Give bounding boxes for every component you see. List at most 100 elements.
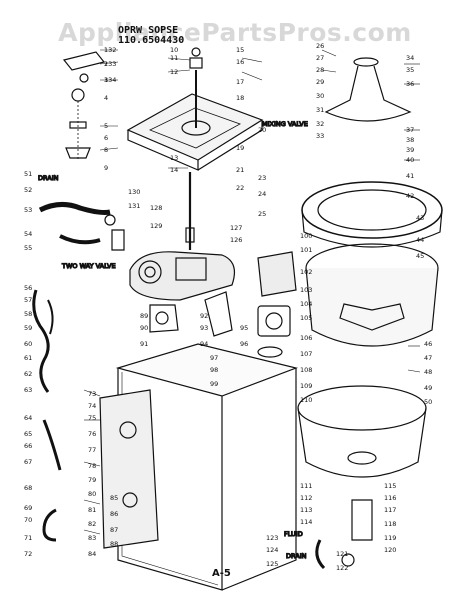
callout-number: 26 [316,42,324,50]
callout-number: 10 [170,46,178,54]
callout-number: 83 [88,534,96,542]
callout-number: 40 [406,156,414,164]
callout-number: 63 [24,386,32,394]
callout-number: 46 [424,340,432,348]
callout-number: 43 [416,214,424,222]
callout-number: 114 [300,518,312,526]
small-parts-column [62,51,106,160]
callout-number: 22 [236,184,244,192]
callout-number: 130 [128,188,140,196]
callout-number: 122 [336,564,348,572]
callout-number: 103 [300,286,312,294]
callout-number: 123 [266,534,278,542]
pump-parts-bottom [315,499,373,570]
callout-number: 84 [88,550,96,558]
callout-number: 16 [236,58,244,66]
callout-number: 100 [300,232,312,240]
callout-number: 124 [266,546,278,554]
callout-number: 17 [236,78,244,86]
callout-number: 82 [88,520,96,528]
cabinet [99,343,299,591]
callout-number: 45 [416,252,424,260]
callout-number: 47 [424,354,432,362]
callout-number: 128 [150,204,162,212]
drain-hose-assembly [38,202,125,251]
callout-number: 44 [416,236,424,244]
label-drain: DRAIN [38,174,59,182]
callout-number: 125 [266,560,278,568]
callout-number: 121 [336,550,348,558]
callout-number: 65 [24,430,32,438]
callout-number: 2 [104,60,108,68]
callout-number: 49 [424,384,432,392]
callout-number: 31 [316,106,324,114]
callout-number: 5 [104,122,108,130]
callout-number: 88 [110,540,118,548]
callout-number: 61 [24,354,32,362]
callout-number: 66 [24,442,32,450]
callout-number: 69 [24,504,32,512]
callout-number: 80 [88,490,96,498]
callout-number: 92 [200,312,208,320]
agitator [324,57,412,122]
callout-number: 19 [236,144,244,152]
callout-number: 12 [170,68,178,76]
label-mixing-valve: MIXING VALVE [262,120,308,128]
callout-number: 11 [170,54,178,62]
callout-number: 105 [300,314,312,322]
model-header-line2: 110.6504430 [118,35,185,46]
callout-number: 104 [300,300,312,308]
callout-number: 30 [316,92,324,100]
callout-number: 33 [316,132,324,140]
callout-number: 9 [104,164,108,172]
callout-number: 127 [230,224,242,232]
callout-number: 73 [88,390,96,398]
callout-number: 18 [236,94,244,102]
callout-number: 54 [24,230,32,238]
callout-number: 36 [406,80,414,88]
callout-number: 113 [300,506,312,514]
transmission-plate [126,47,264,171]
transmission-assembly [129,172,235,337]
wash-basket [305,243,439,347]
callout-number: 108 [300,366,312,374]
leader-lines [83,49,421,535]
callout-number: 29 [316,78,324,86]
callout-number: 93 [200,324,208,332]
callout-number: 90 [140,324,148,332]
tub-ring [301,181,443,248]
callout-number: 21 [236,166,244,174]
callout-number: 59 [24,324,32,332]
callout-number: 53 [24,206,32,214]
callout-number: 119 [384,534,396,542]
callout-number: 78 [88,462,96,470]
callout-number: 96 [240,340,248,348]
callout-number: 115 [384,482,396,490]
callout-number: 126 [230,236,242,244]
callout-number: 102 [300,268,312,276]
label-drain-bottom: DRAIN [286,552,307,560]
callout-number: 134 [104,76,116,84]
callout-number: 60 [24,340,32,348]
callout-number: 81 [88,506,96,514]
callout-number: 131 [128,202,140,210]
motor-pump [257,251,297,358]
callout-number: 27 [316,54,324,62]
callout-number: 79 [88,476,96,484]
callout-number: 89 [140,312,148,320]
callout-number: 75 [88,414,96,422]
callout-number: 8 [104,146,108,154]
callout-number: 42 [406,192,414,200]
callout-number: 94 [200,340,208,348]
callout-number: 112 [300,494,312,502]
callout-number: 87 [110,526,118,534]
callout-number: 72 [24,550,32,558]
callout-number: 13 [170,154,178,162]
label-fluid: FLUID [284,530,303,538]
callout-number: 91 [140,340,148,348]
callout-number: 98 [210,366,218,374]
callout-number: 57 [24,296,32,304]
callout-number: 117 [384,506,396,514]
callout-number: 64 [24,414,32,422]
